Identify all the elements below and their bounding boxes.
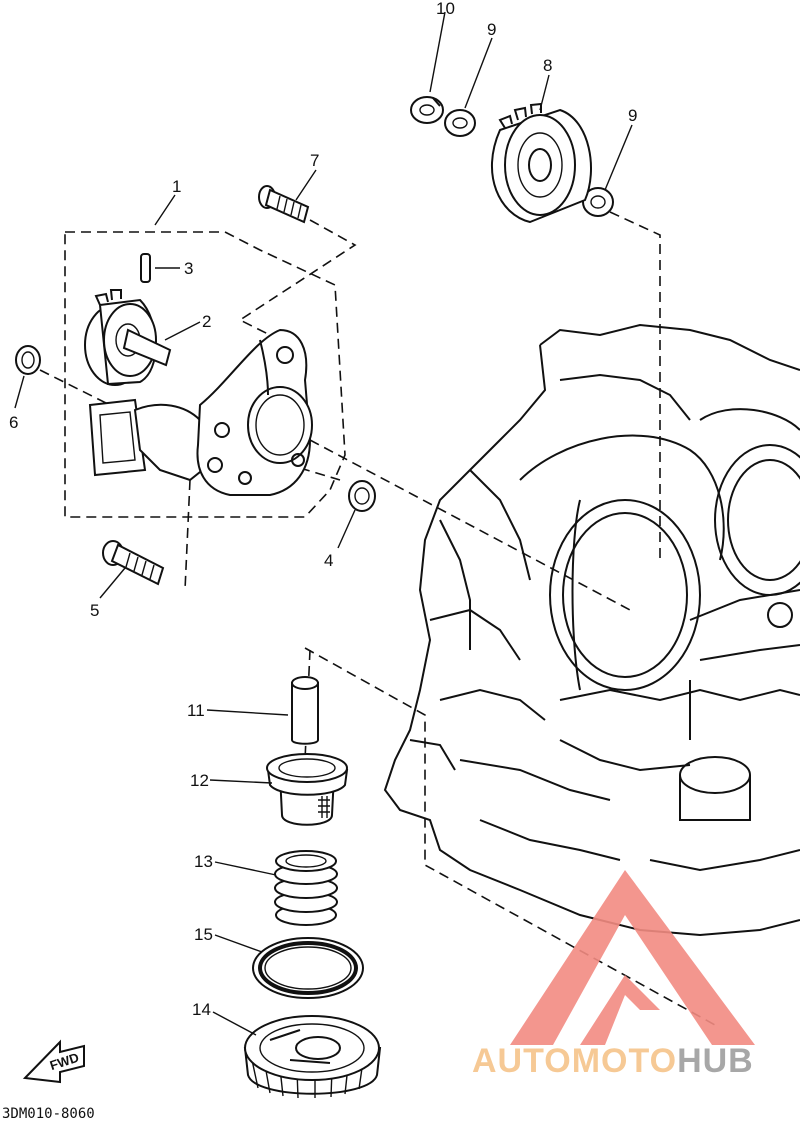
gear-shaft-part-2 (84, 289, 172, 386)
callout-9-left: 9 (487, 20, 496, 39)
callout-3: 3 (184, 259, 193, 278)
callout-7: 7 (310, 151, 319, 170)
callout-4: 4 (324, 551, 333, 570)
callout-10: 10 (436, 0, 455, 18)
gear-part-8 (491, 102, 592, 224)
washer-part-9-left (444, 109, 476, 137)
watermark-hub: HUB (677, 1042, 754, 1080)
callout-12: 12 (190, 771, 209, 790)
callout-5: 5 (90, 601, 99, 620)
spring-part-13 (274, 850, 338, 926)
crankcase-drawing (383, 323, 800, 937)
automotohub-watermark: AUTOMOTOHUB (472, 870, 755, 1080)
watermark-logo-mark (510, 870, 755, 1045)
oil-pump-part-1 (88, 328, 313, 496)
bolt-part-5 (102, 540, 165, 586)
gasket-part-15 (252, 937, 364, 999)
callout-1: 1 (172, 177, 181, 196)
callout-6: 6 (9, 413, 18, 432)
drain-plug-part-14 (243, 1015, 382, 1099)
callout-8: 8 (543, 56, 552, 75)
collar-part-11 (291, 676, 319, 745)
callout-14: 14 (192, 1000, 211, 1019)
oring-part-6 (15, 345, 41, 375)
bolt-part-7 (258, 185, 310, 224)
pin-part-3 (140, 253, 151, 283)
watermark-automoto: AUTOMOTO (472, 1042, 677, 1080)
oring-part-4 (348, 480, 376, 512)
callout-13: 13 (194, 852, 213, 871)
callout-2: 2 (202, 312, 211, 331)
callout-9-right: 9 (628, 106, 637, 125)
circlip-part-10 (410, 96, 444, 124)
callout-15: 15 (194, 925, 213, 944)
leader-lines (14, 11, 633, 1036)
forward-arrow: FWD (22, 1039, 85, 1084)
strainer-part-12 (266, 753, 349, 826)
callout-11: 11 (187, 701, 205, 720)
watermark-text-part1: AUTOMOTOHUB (472, 1042, 754, 1080)
callout-numbers: 1 2 3 4 5 6 7 8 9 9 10 11 12 13 15 14 (9, 0, 637, 1019)
drawing-code: 3DM010-8060 (2, 1106, 95, 1122)
washer-part-9-right (582, 187, 614, 217)
